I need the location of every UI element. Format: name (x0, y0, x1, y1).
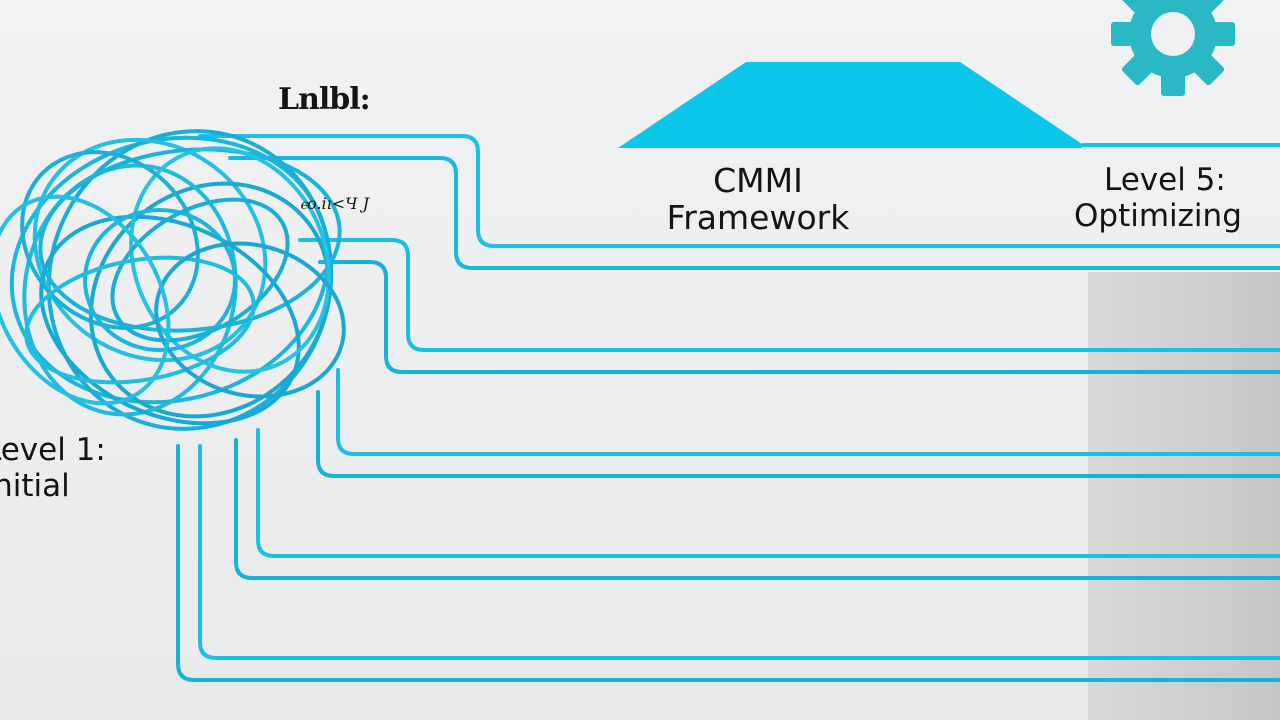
connector-line-7 (256, 428, 1280, 558)
connector-line-2 (228, 156, 1280, 270)
connector-line-5 (336, 368, 1280, 456)
gear-icon (1111, 0, 1235, 96)
connector-line-10 (176, 444, 1280, 682)
level1-label-line2: Initial (0, 468, 70, 504)
connector-line-8 (234, 438, 1280, 580)
level1-label: Level 1: Initial (0, 432, 106, 504)
connector-lines (176, 134, 1280, 682)
connector-line-6 (316, 390, 1280, 478)
level5-label-line1: Level 5: (1104, 162, 1226, 198)
top-scribble-label: Lnlbl: (278, 82, 371, 117)
framework-title-line1: CMMI (713, 161, 803, 200)
framework-plateau-shape (618, 62, 1082, 148)
framework-title-line2: Framework (666, 198, 850, 237)
connector-line-1 (198, 134, 1280, 248)
connector-line-3 (298, 238, 1280, 352)
squiggle-note-label: ⲉo.iı<Ч J (300, 194, 370, 213)
tangled-loops-icon (0, 129, 346, 431)
connector-line-4 (318, 260, 1280, 374)
level5-label-line2: Optimizing (1074, 198, 1242, 234)
framework-title: CMMI Framework (650, 162, 866, 236)
right-gray-panel (1088, 272, 1280, 720)
level1-label-line1: Level 1: (0, 432, 106, 468)
connector-line-9 (198, 444, 1280, 660)
level5-label: Level 5: Optimizing (1074, 162, 1242, 234)
